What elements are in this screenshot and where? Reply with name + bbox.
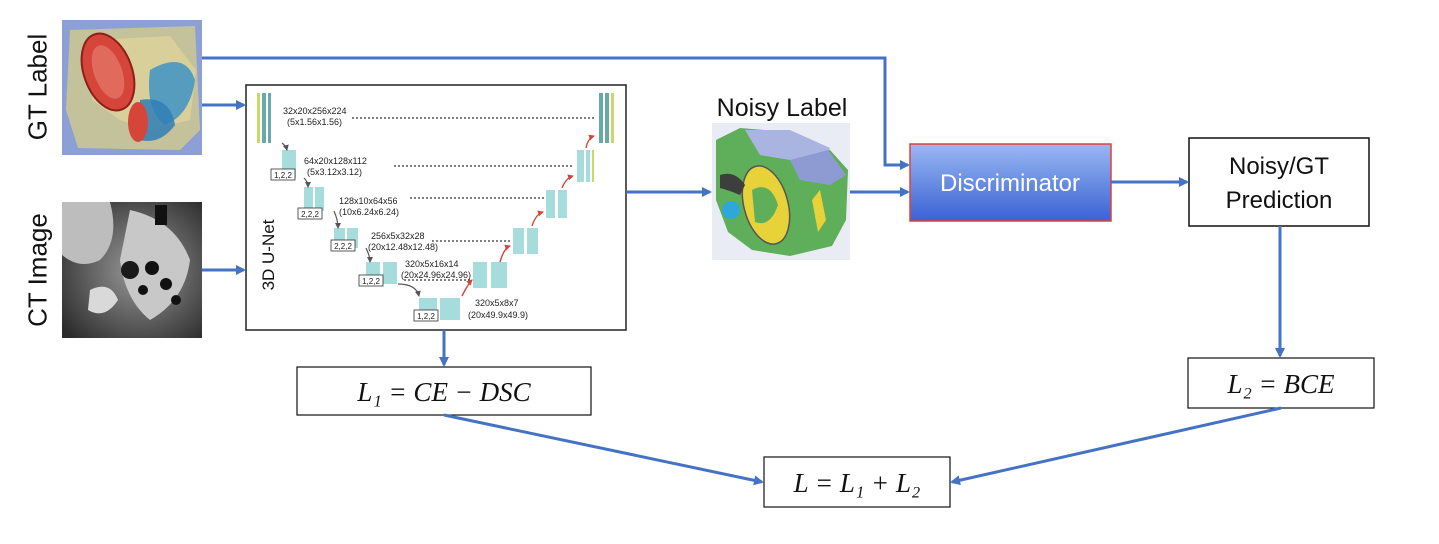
unet-block xyxy=(315,187,324,211)
stride-label: 2,2,2 xyxy=(301,210,319,219)
unet-block xyxy=(558,190,567,218)
upsample-arrow xyxy=(461,279,473,297)
unet-block xyxy=(473,262,487,288)
unet-level-spacing: (10x6.24x6.24) xyxy=(339,207,399,217)
unet-block xyxy=(605,93,609,143)
unet-block xyxy=(599,93,603,143)
unet-level-spacing: (20x12.48x12.48) xyxy=(368,242,438,252)
unet-level-dims: 256x5x32x28 xyxy=(371,231,425,241)
discriminator-box xyxy=(909,143,1112,222)
unet-block xyxy=(491,262,507,288)
unet-block xyxy=(440,298,460,320)
unet-block xyxy=(262,93,266,143)
stride-box xyxy=(358,274,384,287)
loss-total-formula: L = L₁ + L₂ xyxy=(793,468,921,498)
prediction-line1: Noisy/GT xyxy=(1229,153,1329,180)
unet-level-dims: 128x10x64x56 xyxy=(339,196,398,206)
downsample-arrow xyxy=(281,142,289,151)
unet-level-spacing: (5x3.12x3.12) xyxy=(307,167,362,177)
downsample-arrow xyxy=(303,177,311,188)
l2-to-total-arrow xyxy=(950,406,1282,486)
unet-block xyxy=(257,93,260,143)
unet-block xyxy=(586,150,590,182)
loss-l2-box xyxy=(1187,357,1375,409)
stride-box xyxy=(330,239,356,252)
noisy-label-image xyxy=(712,123,850,260)
unet-level-spacing: (5x1.56x1.56) xyxy=(287,117,342,127)
ct-image xyxy=(62,202,202,338)
downsample-arrow xyxy=(333,210,341,229)
loss-l2-formula: L₂ = BCE xyxy=(1226,369,1335,399)
unet-block xyxy=(347,228,358,248)
unet-block xyxy=(383,262,397,284)
unet-level-dims: 32x20x256x224 xyxy=(283,106,347,116)
upsample-arrow xyxy=(499,244,511,263)
gt-label-title: GT Label xyxy=(22,33,53,141)
upsample-arrow xyxy=(585,134,595,149)
stride-box xyxy=(270,168,296,181)
unet-block xyxy=(611,93,614,143)
discriminator-label: Discriminator xyxy=(940,170,1080,197)
gt-to-discriminator-arrow xyxy=(202,56,910,170)
unet-panel: 32x20x256x224 (5x1.56x1.56) 64x20x128x11… xyxy=(245,84,627,331)
unet-block xyxy=(304,187,313,211)
unet-title: 3D U-Net xyxy=(259,219,278,290)
stride-label: 1,2,2 xyxy=(274,171,292,180)
gt-label-image xyxy=(62,20,202,155)
upsample-arrow xyxy=(561,174,574,189)
stride-label: 1,2,2 xyxy=(417,312,435,321)
ct-image-title: CT Image xyxy=(22,213,53,327)
unet-block xyxy=(513,228,524,254)
downsample-arrow xyxy=(397,283,421,297)
unet-block xyxy=(268,93,271,143)
l1-to-total-arrow xyxy=(443,413,764,486)
prediction-box xyxy=(1188,137,1370,227)
prediction-line2: Prediction xyxy=(1226,187,1333,214)
loss-total-box xyxy=(763,456,951,508)
stride-label: 2,2,2 xyxy=(334,242,352,251)
unet-block xyxy=(577,150,584,182)
unet-block xyxy=(334,228,345,248)
downsample-arrow xyxy=(365,247,373,263)
noisy-label-title: Noisy Label xyxy=(717,94,848,122)
connectors xyxy=(202,56,1285,486)
unet-level-spacing: (20x24.96x24.96) xyxy=(401,270,471,280)
stride-box xyxy=(297,207,323,220)
loss-l1-formula: L₁ = CE − DSC xyxy=(356,377,531,407)
stride-box xyxy=(413,309,439,322)
unet-level-dims: 64x20x128x112 xyxy=(304,156,367,166)
unet-level-dims: 320x5x16x14 xyxy=(405,259,459,269)
loss-l1-box xyxy=(296,366,592,416)
unet-level-dims: 320x5x8x7 xyxy=(475,298,519,308)
unet-block xyxy=(527,228,538,254)
stride-label: 1,2,2 xyxy=(362,277,380,286)
unet-level-spacing: (20x49.9x49.9) xyxy=(468,310,528,320)
upsample-arrow xyxy=(531,210,544,227)
unet-block xyxy=(592,150,594,182)
unet-block xyxy=(546,190,555,218)
